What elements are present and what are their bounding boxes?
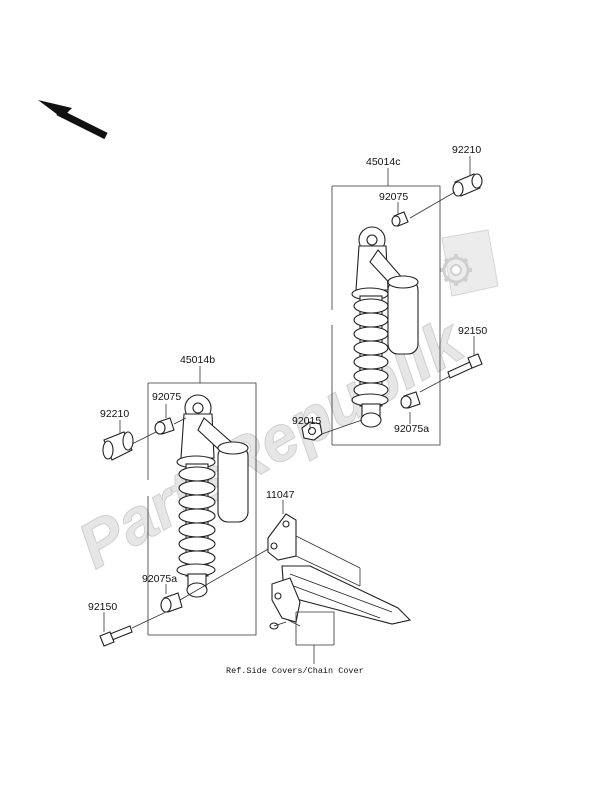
- chain-cover: [271, 565, 412, 625]
- shock-absorber-right: [331, 185, 441, 446]
- label-bushing-top-right: 92210: [452, 144, 481, 156]
- collar-top-right: [391, 211, 409, 227]
- label-collar-bottom-right: 92075a: [394, 423, 429, 435]
- label-nut-right: 92015: [292, 415, 321, 427]
- screw: [269, 621, 287, 630]
- bushing-top-right: [452, 173, 483, 197]
- arrow-icon: [38, 100, 108, 140]
- bolt-right: [447, 353, 483, 379]
- bushing-left: [102, 431, 134, 461]
- label-shock-left: 45014b: [180, 354, 215, 366]
- label-bolt-left: 92150: [88, 601, 117, 613]
- label-collar-top-right: 92075: [379, 191, 408, 203]
- spring-right: [353, 298, 389, 398]
- collar-top-left: [154, 417, 175, 435]
- nut-right: [301, 421, 323, 441]
- bolt-left: [99, 625, 133, 647]
- label-bracket: 11047: [266, 489, 295, 501]
- bracket-11047: [267, 513, 297, 561]
- label-reference: Ref.Side Covers/Chain Cover: [226, 666, 364, 676]
- gear-icon: [440, 229, 499, 297]
- collar-bottom-right: [400, 391, 421, 409]
- label-shock-right: 45014c: [366, 156, 400, 168]
- collar-bottom-left: [160, 592, 183, 613]
- label-collar-top-left: 92075: [152, 391, 181, 403]
- label-collar-bottom-left: 92075a: [142, 573, 177, 585]
- label-bushing-left: 92210: [100, 408, 129, 420]
- label-bolt-right: 92150: [458, 325, 487, 337]
